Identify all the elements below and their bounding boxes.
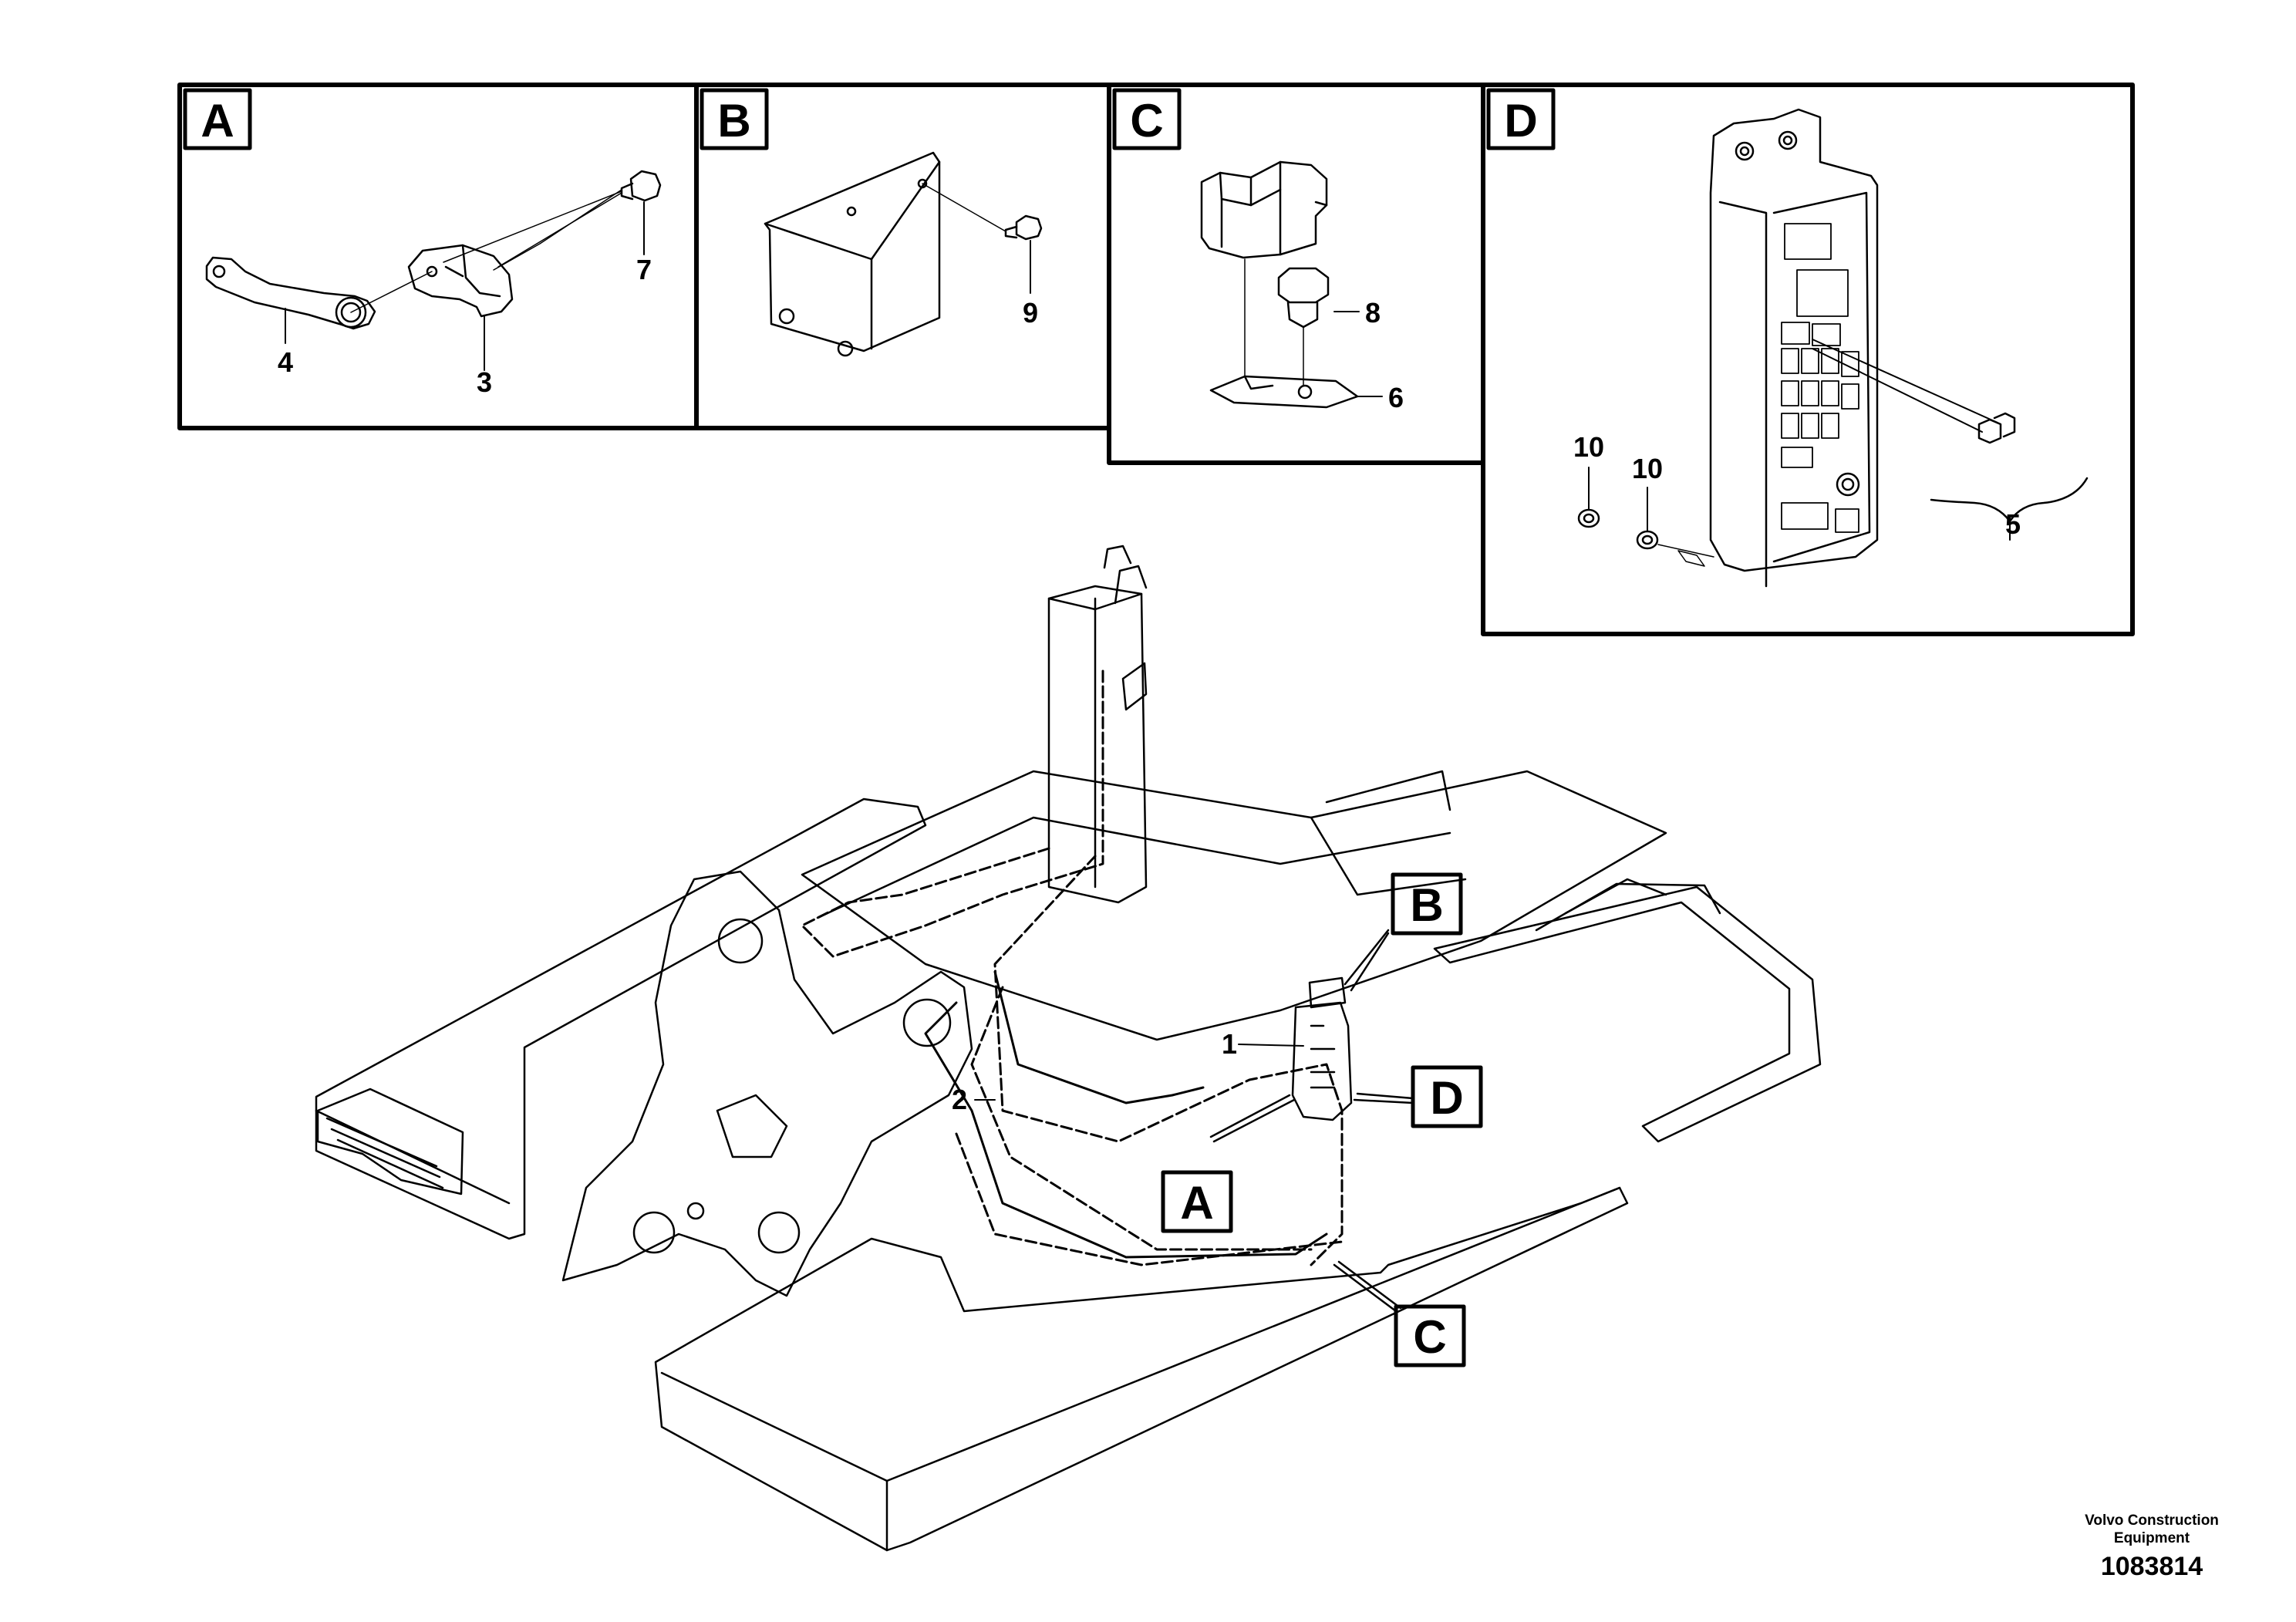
main-harness xyxy=(801,669,1344,1266)
inset-letter-b: B xyxy=(717,95,750,147)
bolt-7 xyxy=(629,170,662,202)
item-number-7: 7 xyxy=(636,254,652,285)
main-frame-drawing xyxy=(315,545,1822,1552)
inset-letter-c: C xyxy=(1130,95,1163,147)
item-number-2: 2 xyxy=(952,1084,967,1115)
inset-d-drawing xyxy=(1577,108,2089,588)
callout-letter-a: A xyxy=(1180,1177,1213,1229)
step xyxy=(316,1088,464,1195)
inset-b-numbers: 9 xyxy=(1023,297,1038,329)
harness-connector xyxy=(1977,418,2002,444)
callout-letter-b: B xyxy=(1410,879,1443,931)
inset-letters: A B C D xyxy=(201,95,1537,147)
column xyxy=(1047,585,1148,904)
item-number-10-b: 10 xyxy=(1632,453,1663,484)
main-callout-leaders xyxy=(974,929,1414,1313)
beacon xyxy=(1103,545,1132,569)
item-number-3: 3 xyxy=(477,366,492,398)
callout-letter-c: C xyxy=(1413,1311,1446,1363)
main-callout-letters: B D A C xyxy=(1180,879,1463,1363)
item-number-6: 6 xyxy=(1388,382,1404,413)
bracket-hole xyxy=(212,265,226,278)
box-internal-components xyxy=(1781,223,1859,533)
relay-block xyxy=(1200,160,1328,259)
inset-letter-d: D xyxy=(1504,95,1537,147)
inset-frames xyxy=(177,83,2135,636)
mounting-plate xyxy=(1209,375,1359,409)
bolt-8 xyxy=(1277,267,1330,304)
publisher-name: Volvo Construction Equipment xyxy=(2085,1512,2219,1546)
boom-foot xyxy=(561,870,973,1297)
washer-10-b xyxy=(1636,530,1659,550)
bolt-9 xyxy=(1015,214,1043,241)
bracket-part xyxy=(205,256,376,330)
figure-number: 1083814 xyxy=(2100,1552,2203,1581)
left-deck xyxy=(315,798,927,1240)
callout-letter-d: D xyxy=(1430,1072,1463,1124)
inset-b-drawing xyxy=(764,151,1043,357)
item-number-5: 5 xyxy=(2005,508,2021,540)
item-number-4: 4 xyxy=(278,346,293,378)
harness-cable xyxy=(1812,339,1998,423)
inset-letter-a: A xyxy=(201,95,234,147)
electrical-box-housing xyxy=(1709,108,1879,572)
item-number-10-a: 10 xyxy=(1573,431,1604,463)
main-item-numbers: 1 2 xyxy=(952,1028,1237,1115)
inset-c-numbers: 8 6 xyxy=(1365,297,1404,413)
inset-c-drawing xyxy=(1200,160,1383,409)
inset-a-numbers: 4 3 7 xyxy=(278,254,652,398)
inset-a-drawing xyxy=(205,170,662,371)
main-callout-boxes xyxy=(1161,872,1483,1367)
inset-d-numbers: 10 10 5 xyxy=(1573,431,2021,540)
inset-letter-boxes xyxy=(183,88,1556,150)
upper-frame xyxy=(801,770,1667,1041)
item-number-9: 9 xyxy=(1023,297,1038,329)
item-number-8: 8 xyxy=(1365,297,1381,329)
right-deck xyxy=(1433,885,1822,1143)
publisher-block: Volvo Construction Equipment 1083814 xyxy=(2063,1512,2240,1582)
washer-10-a xyxy=(1577,508,1600,528)
angle-bracket xyxy=(764,151,941,352)
item-number-1: 1 xyxy=(1222,1028,1237,1060)
ecu-plate xyxy=(1291,976,1353,1121)
